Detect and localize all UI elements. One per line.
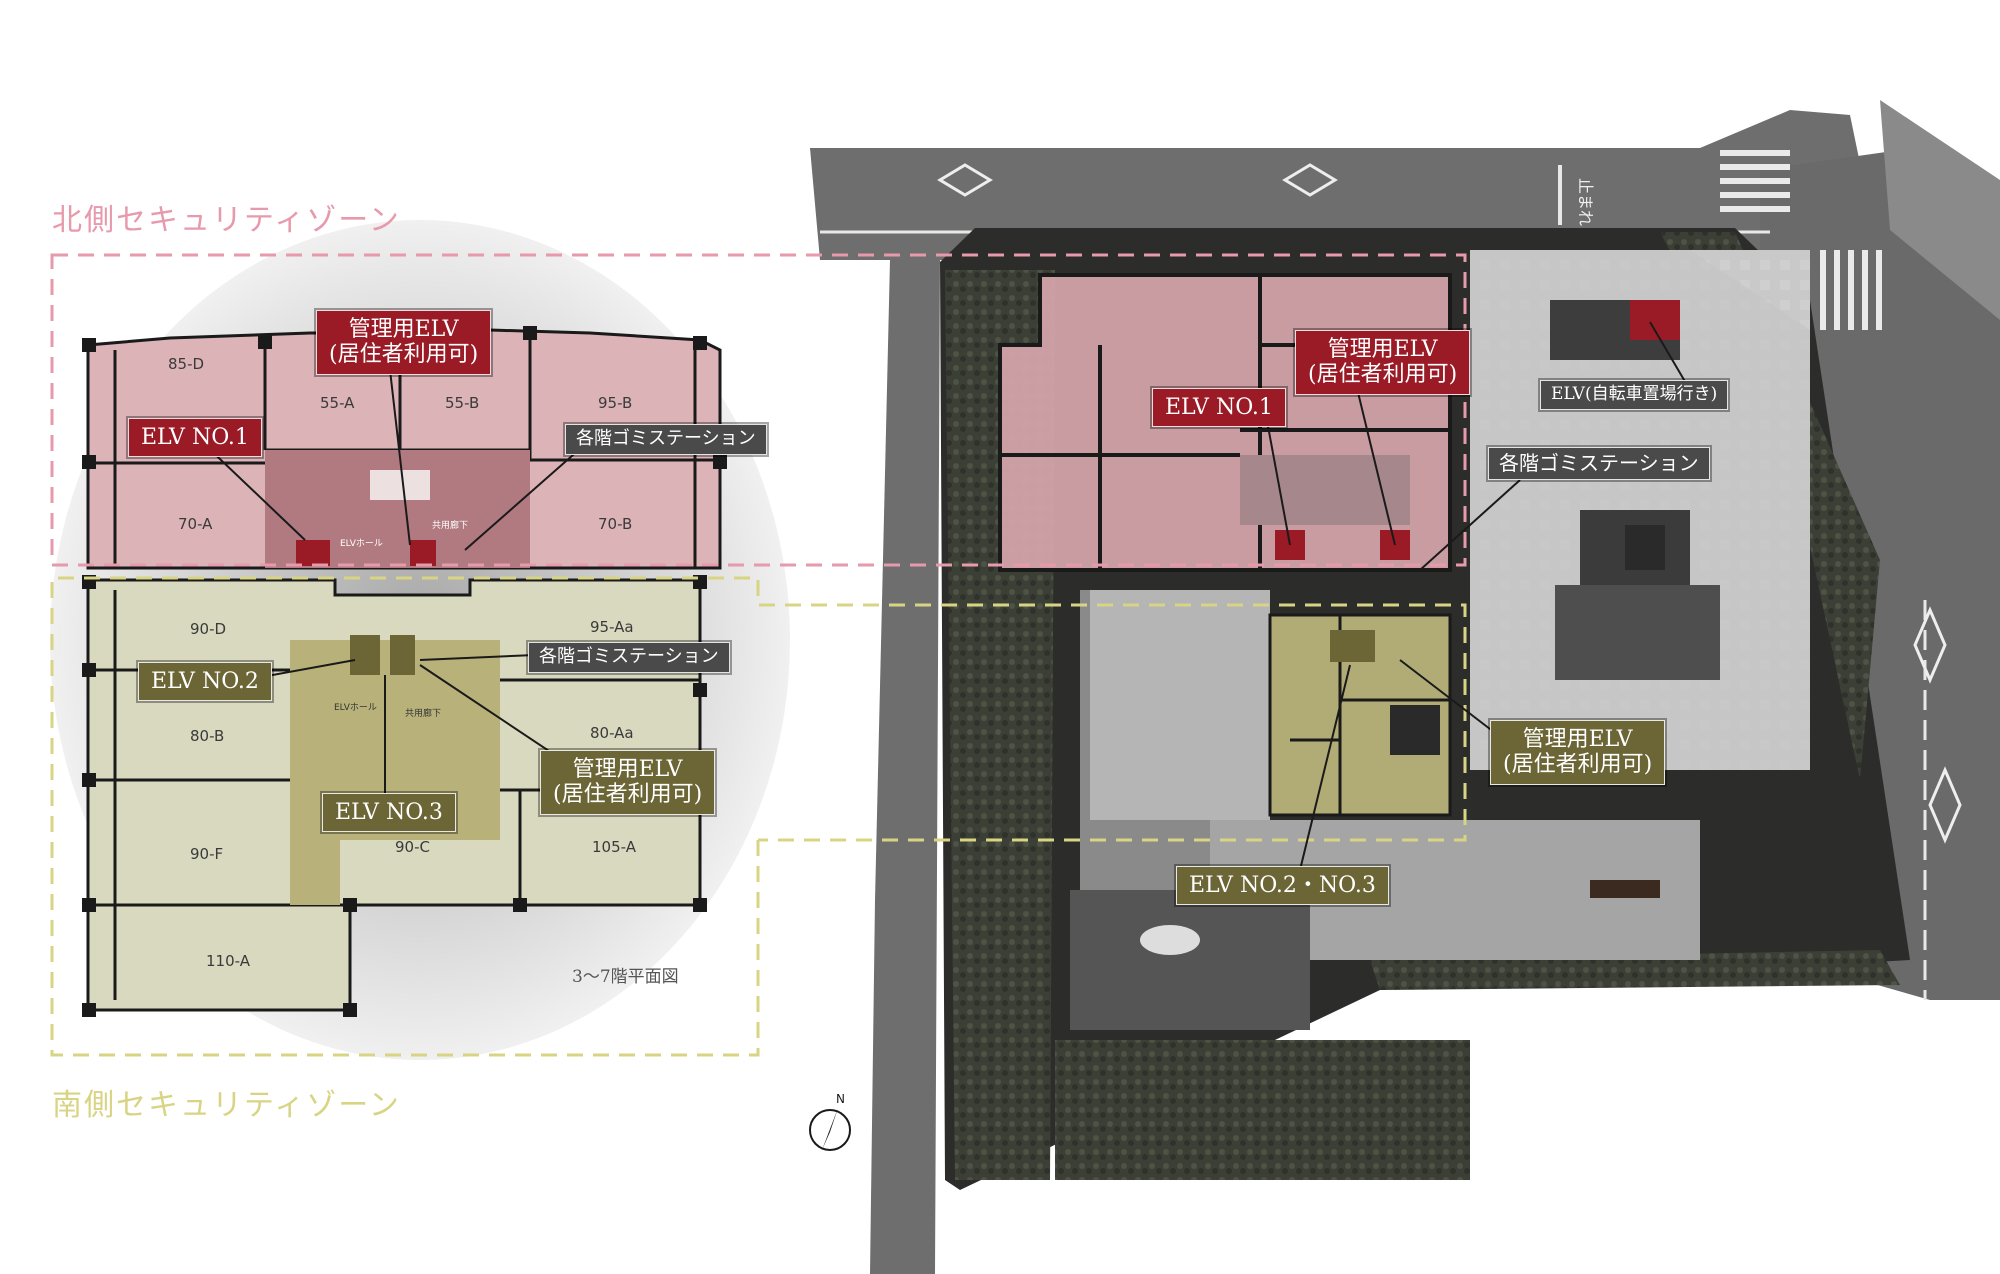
- corridor-label: 共用廊下: [432, 521, 469, 531]
- fp-elv-no2-tag: ELV NO.2: [136, 659, 274, 704]
- unit-label: 85-D: [168, 355, 205, 373]
- site-mgmt-elv-south-tag: 管理用ELV (居住者利用可): [1487, 718, 1668, 787]
- south-zone-title: 南側セキュリティゾーン: [52, 1088, 401, 1123]
- unit-label: 105-A: [592, 838, 636, 856]
- corridor-label: 共用廊下: [405, 709, 442, 719]
- unit-label: 95-B: [598, 394, 633, 412]
- road-marking-stop: 止まれ: [1576, 178, 1595, 226]
- unit-label: 90-D: [190, 620, 227, 638]
- fp-elv-no3-tag: ELV NO.3: [320, 790, 458, 835]
- site-elv-bicycle-tag: ELV(自転車置場行き): [1537, 378, 1731, 412]
- north-zone-title: 北側セキュリティゾーン: [52, 203, 401, 238]
- unit-label: 80-Aa: [590, 724, 634, 742]
- unit-label: 110-A: [206, 952, 250, 970]
- unit-label: 55-A: [320, 394, 355, 412]
- elv-hall-label: ELVホール: [340, 539, 383, 549]
- unit-label: 55-B: [445, 394, 480, 412]
- site-garbage-station-tag: 各階ゴミステーション: [1486, 445, 1712, 482]
- elv-hall-label: ELVホール: [334, 703, 377, 713]
- unit-label: 70-A: [178, 515, 213, 533]
- north-zone-outline: [50, 253, 1467, 567]
- unit-label: 80-B: [190, 727, 225, 745]
- compass-icon: [809, 1108, 851, 1151]
- unit-label: 90-F: [190, 845, 224, 863]
- fp-mgmt-elv-south-tag: 管理用ELV (居住者利用可): [537, 748, 718, 817]
- unit-label: 90-C: [395, 838, 430, 856]
- site-mgmt-elv-north-tag: 管理用ELV (居住者利用可): [1292, 328, 1473, 397]
- site-south-building: [1268, 613, 1452, 817]
- south-zone-outline: [50, 576, 1467, 1057]
- compass-label: N: [836, 1092, 845, 1106]
- unit-label: 95-Aa: [590, 618, 634, 636]
- floor-plan-caption: 3～7階平面図: [572, 967, 679, 987]
- fp-elv-no1-tag: ELV NO.1: [126, 415, 264, 460]
- unit-label: 70-B: [598, 515, 633, 533]
- site-elv-no1-tag: ELV NO.1: [1150, 385, 1288, 430]
- fp-garbage-station-north-tag: 各階ゴミステーション: [563, 422, 769, 457]
- site-elv-no2-no3-tag: ELV NO.2・NO.3: [1174, 863, 1391, 908]
- fp-garbage-station-south-tag: 各階ゴミステーション: [526, 640, 732, 675]
- fp-mgmt-elv-north-tag: 管理用ELV (居住者利用可): [313, 308, 494, 377]
